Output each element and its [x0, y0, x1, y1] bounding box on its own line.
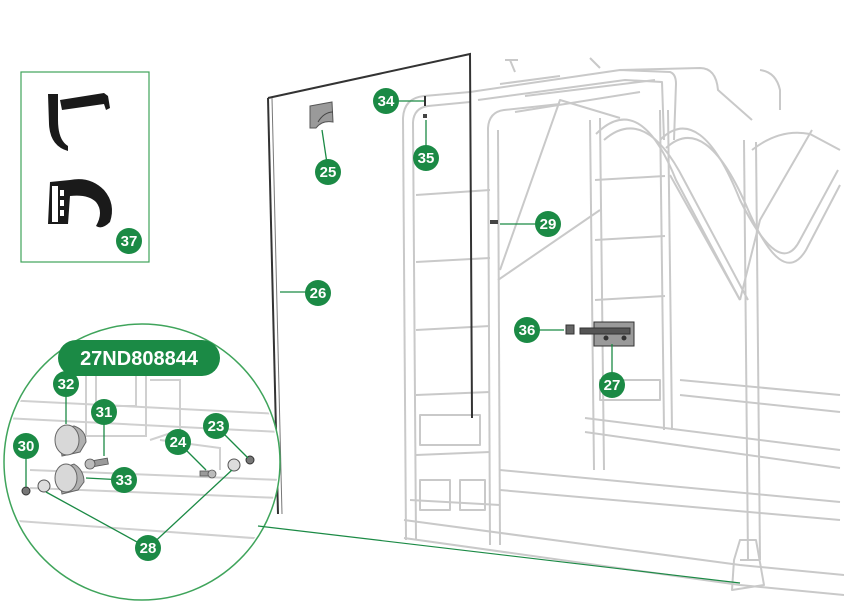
callout-31: 31	[91, 399, 117, 425]
latch-part-27	[579, 321, 635, 347]
callout-30: 30	[13, 433, 39, 459]
svg-text:23: 23	[208, 418, 225, 435]
bolt-part-24	[199, 469, 217, 479]
bumper-part-33	[54, 463, 85, 495]
callout-32: 32	[53, 371, 79, 397]
bumper-part-32	[54, 424, 87, 457]
svg-text:36: 36	[519, 322, 536, 339]
svg-text:28: 28	[140, 540, 157, 557]
detail-parts	[21, 424, 255, 496]
detail-leader	[257, 525, 741, 584]
svg-text:34: 34	[378, 93, 395, 110]
callout-33: 33	[111, 467, 137, 493]
callout-25: 25	[315, 159, 341, 185]
svg-text:25: 25	[320, 164, 337, 181]
nut-part-35	[423, 114, 427, 118]
washer-part-28a	[37, 479, 51, 493]
callout-29: 29	[535, 211, 561, 237]
svg-text:37: 37	[121, 233, 138, 250]
nut-part-30	[21, 486, 31, 496]
svg-text:29: 29	[540, 216, 557, 233]
part-number-badge: 27ND808844	[58, 340, 220, 376]
callouts: 25 26 34 35 29 36 27 37 32 31 30 33 24 2…	[13, 88, 625, 561]
bracket-part-25	[309, 101, 334, 129]
svg-text:24: 24	[170, 434, 187, 451]
callout-34: 34	[373, 88, 399, 114]
svg-text:30: 30	[18, 438, 35, 455]
callout-28: 28	[135, 535, 161, 561]
vehicle-frame-outline	[402, 57, 844, 596]
svg-text:27: 27	[604, 377, 621, 394]
callout-37: 37	[116, 228, 142, 254]
block-part-36	[565, 324, 575, 335]
callout-24: 24	[165, 429, 191, 455]
callout-27: 27	[599, 372, 625, 398]
washer-part-28b	[227, 458, 241, 472]
callout-23: 23	[203, 413, 229, 439]
callout-26: 26	[305, 280, 331, 306]
svg-text:27ND808844: 27ND808844	[80, 348, 199, 370]
svg-text:35: 35	[418, 150, 435, 167]
callout-36: 36	[514, 317, 540, 343]
svg-text:31: 31	[96, 404, 113, 421]
svg-text:26: 26	[310, 285, 327, 302]
svg-text:32: 32	[58, 376, 75, 393]
svg-text:33: 33	[116, 472, 133, 489]
callout-35: 35	[413, 145, 439, 171]
fastener-part-29	[490, 220, 498, 224]
seal-profile-drawing	[48, 93, 112, 228]
bolt-part-31	[84, 457, 109, 470]
